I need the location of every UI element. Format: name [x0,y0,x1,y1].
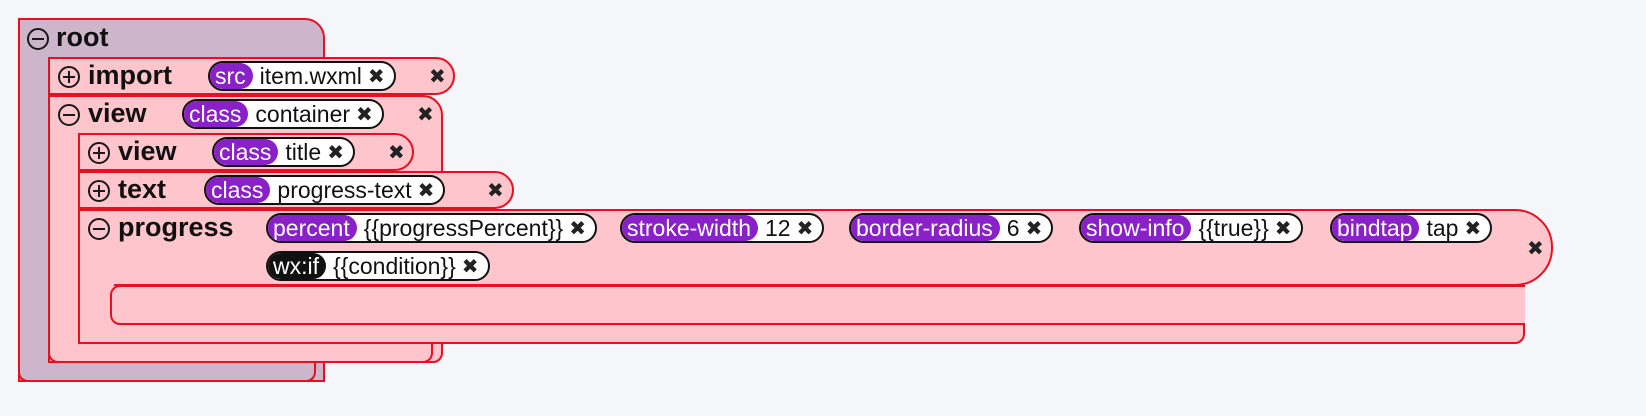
remove-node-icon[interactable]: ✖ [417,104,434,126]
attr-key: show-info [1080,215,1192,241]
attr-value[interactable]: {{progressPercent}} [363,214,564,241]
text-tag-name: text [118,174,167,204]
attr-class[interactable]: class container ✖ [182,99,384,129]
attr-key: class [206,177,271,203]
attr-value[interactable]: {{condition}} [333,252,456,279]
attr-key: class [213,139,279,165]
attr-show-info[interactable]: show-info {{true}} ✖ [1079,213,1303,243]
attr-value[interactable]: tap [1426,214,1459,241]
progress-node-footer [78,322,1525,344]
attr-value[interactable]: progress-text [277,176,412,203]
attr-percent[interactable]: percent {{progressPercent}} ✖ [266,213,597,243]
remove-attr-icon[interactable]: ✖ [367,65,385,88]
attr-value[interactable]: title [285,138,322,165]
text-expand-icon[interactable] [88,180,110,202]
attr-stroke-width[interactable]: stroke-width 12 ✖ [620,213,825,243]
remove-attr-icon[interactable]: ✖ [461,255,479,278]
attr-key: bindtap [1332,215,1420,241]
attr-bindtap[interactable]: bindtap tap ✖ [1330,213,1493,243]
remove-attr-icon[interactable]: ✖ [796,217,814,240]
view-tag-name: view [88,98,147,128]
progress-children-slot[interactable] [110,285,1525,325]
attr-value[interactable]: item.wxml [259,62,362,89]
view-collapse-icon[interactable] [58,104,80,126]
remove-node-icon[interactable]: ✖ [429,66,446,88]
attr-key: class [183,101,249,127]
attr-key: percent [267,215,357,241]
import-expand-icon[interactable] [58,66,80,88]
root-node-footer [18,362,316,382]
remove-attr-icon[interactable]: ✖ [1025,217,1043,240]
progress-tag-name: progress [118,212,234,242]
remove-attr-icon[interactable]: ✖ [327,141,344,164]
attr-key: border-radius [851,215,1000,241]
attr-src[interactable]: src item.wxml ✖ [208,61,396,91]
attr-key: wx:if [267,253,326,279]
attr-class[interactable]: class title ✖ [212,137,355,167]
attr-value[interactable]: 12 [764,214,791,241]
attr-wx-if[interactable]: wx:if {{condition}} ✖ [266,251,490,281]
remove-attr-icon[interactable]: ✖ [569,217,586,240]
attr-border-radius[interactable]: border-radius 6 ✖ [849,213,1054,243]
remove-attr-icon[interactable]: ✖ [417,179,435,202]
attr-key: stroke-width [622,215,758,241]
remove-node-icon[interactable]: ✖ [1527,238,1544,260]
attr-class[interactable]: class progress-text ✖ [204,175,446,205]
root-tag-name: root [56,22,109,52]
view-expand-icon[interactable] [88,142,110,164]
root-collapse-icon[interactable] [27,28,49,50]
remove-node-icon[interactable]: ✖ [388,142,405,164]
view-tag-name: view [118,136,177,166]
attr-value[interactable]: container [255,100,351,127]
remove-attr-icon[interactable]: ✖ [1464,217,1482,240]
import-tag-name: import [88,60,172,90]
attr-value[interactable]: 6 [1006,214,1020,241]
remove-node-icon[interactable]: ✖ [487,180,504,202]
remove-attr-icon[interactable]: ✖ [1274,217,1292,240]
attr-key: src [209,63,253,89]
view-container-footer [48,340,433,363]
remove-attr-icon[interactable]: ✖ [356,103,373,126]
attr-value[interactable]: {{true}} [1198,214,1269,241]
progress-collapse-icon[interactable] [88,218,110,240]
